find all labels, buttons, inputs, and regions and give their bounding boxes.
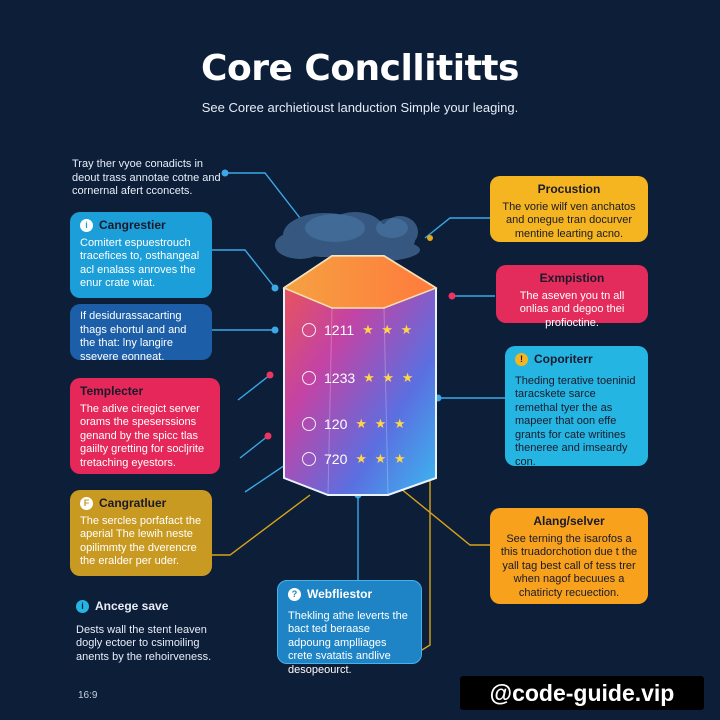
card-templecter: Templecter The adive ciregict server ora…	[70, 378, 220, 474]
star-rating: ★ ★ ★	[355, 416, 408, 431]
coin-icon	[302, 323, 316, 337]
card-body: If desidurassacarting thags ehortul and …	[80, 310, 187, 363]
card-title: ! Coporiterr	[515, 352, 638, 367]
card-title-text: Procustion	[537, 182, 601, 196]
card-title: Alang/selver	[500, 514, 638, 529]
card-title: Procustion	[500, 182, 638, 197]
card-exmpistion: Exmpistion The aseven you tn all onlias …	[496, 265, 648, 329]
note-title-text: Ancege save	[95, 599, 169, 613]
card-coporiterr: ! Coporiterr Theding terative toeninid t…	[505, 346, 648, 468]
card-body: The aseven you tn all onlias and degoo t…	[519, 289, 625, 329]
card-cangrestier: i Cangrestier Comitert espuestrouch trac…	[70, 212, 212, 298]
card-body: Theding terative toeninid taracskete sar…	[515, 374, 636, 468]
star-rating: ★ ★ ★	[362, 322, 415, 337]
note-title: i Ancege save	[76, 599, 226, 614]
cylinder-row: 1211 ★ ★ ★	[302, 322, 422, 338]
card-body: Comitert espuestrouch tracefices to, ost…	[80, 236, 200, 290]
card-title-text: Coporiterr	[534, 352, 593, 366]
card-title-text: Cangratluer	[99, 496, 167, 510]
card-title: F Cangratluer	[80, 496, 202, 511]
cylinder-row-value: 720	[324, 451, 348, 467]
card-title-text: Alang/selver	[533, 514, 605, 528]
card-procustion: Procustion The vorie wilf ven anchatos a…	[490, 176, 648, 242]
card-title-text: Exmpistion	[539, 271, 605, 285]
page-subtitle: See Coree archietioust landuction Simple…	[201, 100, 519, 115]
card-body: See terning the isarofos a this truadorc…	[500, 532, 638, 599]
cylinder-row-value: 1211	[324, 322, 355, 338]
coin-icon	[302, 452, 316, 466]
cylinder-row-value: 1233	[324, 370, 356, 386]
note-body: Dests wall the stent leaven dogly ectoer…	[76, 623, 212, 663]
card-body: The vorie wilf ven anchatos and onegue t…	[502, 200, 636, 240]
card-title: Templecter	[80, 384, 210, 399]
star-rating: ★ ★ ★	[363, 370, 416, 385]
card-title: Exmpistion	[506, 271, 638, 286]
intro-text: Tray ther vyoe conadicts in deout trass …	[72, 158, 221, 197]
corner-label: 16:9	[78, 690, 98, 701]
data-cylinder	[282, 255, 438, 496]
card-body: Thekling athe leverts the bact ted beraa…	[288, 609, 408, 676]
coin-icon	[302, 417, 316, 431]
card-alangselver: Alang/selver See terning the isarofos a …	[490, 508, 648, 604]
alert-icon: !	[515, 353, 528, 367]
card-cangratluer: F Cangratluer The sercles porfafact the …	[70, 490, 212, 576]
badge-icon: F	[80, 497, 93, 511]
card-title-text: Templecter	[80, 384, 144, 398]
help-icon: ?	[288, 588, 301, 602]
card-note: If desidurassacarting thags ehortul and …	[70, 304, 212, 363]
bottom-left-note: i Ancege save Dests wall the stent leave…	[76, 599, 226, 664]
coin-icon	[302, 371, 316, 385]
card-title-text: Webfliestor	[307, 587, 373, 601]
card-webflestor: ? Webfliestor Thekling athe leverts the …	[277, 580, 422, 676]
card-title-text: Cangrestier	[99, 218, 166, 232]
watermark: @code-guide.vip	[460, 676, 704, 710]
cylinder-row: 120 ★ ★ ★	[302, 416, 422, 432]
cylinder-row-value: 120	[324, 416, 348, 432]
star-rating: ★ ★ ★	[355, 451, 408, 466]
info-icon: i	[80, 219, 93, 233]
info-icon: i	[76, 600, 89, 614]
card-body: The sercles porfafact the aperial The le…	[80, 514, 202, 568]
card-title: ? Webfliestor	[288, 587, 411, 602]
page-title: Core Concllititts	[201, 48, 519, 89]
card-title: i Cangrestier	[80, 218, 202, 233]
cylinder-row: 1233 ★ ★ ★	[302, 370, 422, 386]
cylinder-row: 720 ★ ★ ★	[302, 451, 422, 467]
card-body: The adive ciregict server orams the spes…	[80, 402, 205, 469]
